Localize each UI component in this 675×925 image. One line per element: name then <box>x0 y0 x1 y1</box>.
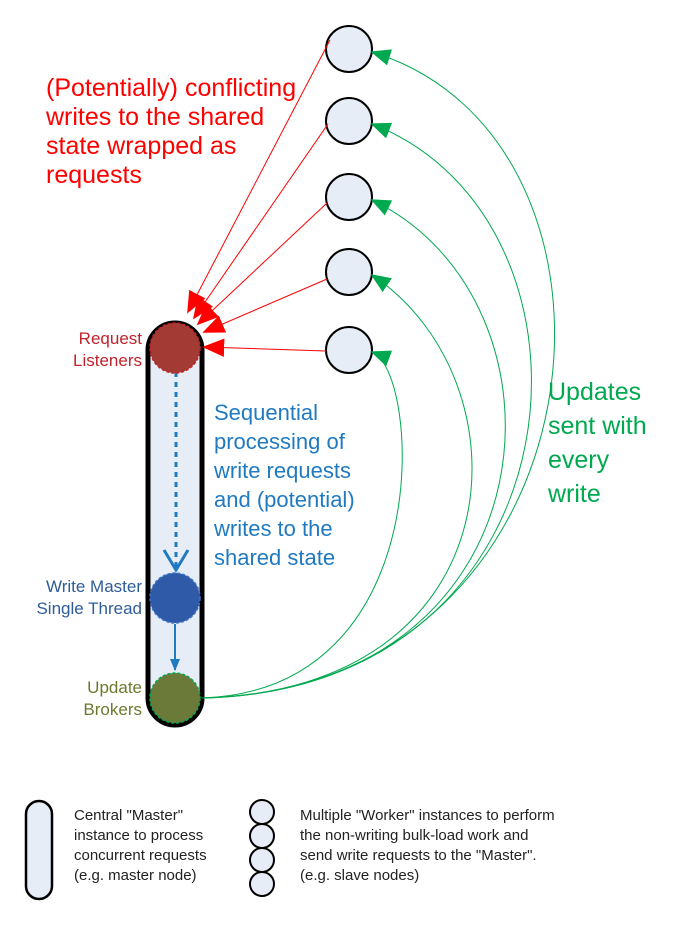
update-arrow-3 <box>201 199 506 699</box>
request-arrow-2 <box>192 123 329 320</box>
legend-worker-icon-3 <box>249 847 275 873</box>
update-arrow-1 <box>201 49 556 699</box>
legend-worker-icon-2 <box>249 823 275 849</box>
request-listeners-node <box>149 322 201 374</box>
sequential-arrowhead <box>162 549 190 573</box>
worker-node-2 <box>325 97 373 145</box>
update-arrow-5 <box>201 350 403 699</box>
worker-node-5 <box>325 326 373 374</box>
update-brokers-node <box>149 672 201 724</box>
write-master-node <box>149 572 201 624</box>
legend-worker-icon-4 <box>249 871 275 897</box>
update-brokers-label: Update Brokers <box>83 678 142 719</box>
worker-node-1 <box>325 25 373 73</box>
request-arrow-4 <box>202 278 328 333</box>
write-master-label: Write Master Single Thread <box>36 577 142 618</box>
request-arrow-5 <box>202 338 327 357</box>
legend-master-text: Central "Master" instance to process con… <box>74 807 207 884</box>
worker-node-3 <box>325 173 373 221</box>
worker-node-4 <box>325 248 373 296</box>
request-listeners-label: Request Listeners <box>73 329 142 370</box>
request-arrow-1 <box>187 39 331 314</box>
update-arrow-4 <box>201 274 473 699</box>
sequential-processing-label: Sequential processing of write requests … <box>214 400 355 570</box>
request-arrow-3 <box>196 202 328 326</box>
legend-master-icon <box>24 799 54 901</box>
legend-worker-icon-1 <box>249 799 275 825</box>
conflicting-writes-label: (Potentially) conflicting writes to the … <box>46 74 297 189</box>
updates-sent-label: Updates sent with every write <box>548 378 647 508</box>
legend-workers-text: Multiple "Worker" instances to perform t… <box>300 807 555 884</box>
